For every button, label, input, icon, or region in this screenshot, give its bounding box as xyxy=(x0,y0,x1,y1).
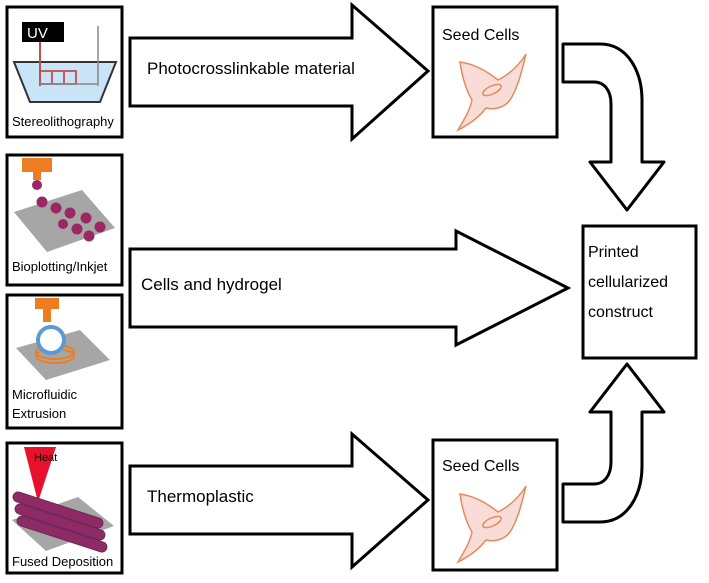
uv-badge: UV xyxy=(27,25,48,42)
method-label: Microfluidic xyxy=(12,387,78,402)
method-label: Bioplotting/Inkjet xyxy=(12,259,108,274)
arrow-label: Thermoplastic xyxy=(147,487,254,506)
heat-label: Heat xyxy=(34,452,57,464)
method-label: Fused Deposition xyxy=(12,554,113,569)
curved-arrow-down xyxy=(561,42,666,212)
method-label: Extrusion xyxy=(12,406,66,421)
arrow-label: Photocrosslinkable material xyxy=(147,59,355,78)
result-label-line: construct xyxy=(588,304,653,321)
seed-cells-box-bottom: Seed Cells xyxy=(431,438,559,572)
cell-icon xyxy=(456,53,527,132)
result-label-line: cellularized xyxy=(588,274,668,291)
microfluidic-extrusion-icon xyxy=(16,298,110,380)
cell-icon xyxy=(456,485,527,564)
seed-cells-label: Seed Cells xyxy=(442,27,519,44)
method-box-stereolithography: UV Stereolithography xyxy=(5,5,124,139)
arrow-bottom: Thermoplastic xyxy=(128,430,431,571)
fused-deposition-icon: Heat xyxy=(12,447,114,553)
seed-cells-box-top: Seed Cells xyxy=(431,5,559,139)
arrow-label: Cells and hydrogel xyxy=(141,275,282,294)
seed-cells-label: Seed Cells xyxy=(442,458,519,475)
method-box-microfluidic-extrusion: Microfluidic Extrusion xyxy=(5,293,124,430)
curved-arrow-up xyxy=(561,362,666,524)
method-box-inkjet: Bioplotting/Inkjet xyxy=(5,153,124,287)
method-box-fused-deposition: Heat Fused Deposition xyxy=(5,441,124,575)
stereolithography-icon: UV xyxy=(12,22,118,103)
method-label: Stereolithography xyxy=(12,114,114,129)
arrow-top: Photocrosslinkable material xyxy=(128,1,431,143)
arrow-middle: Cells and hydrogel xyxy=(128,228,572,348)
result-label-line: Printed xyxy=(588,244,639,261)
inkjet-icon xyxy=(14,158,115,252)
result-box: Printed cellularized construct xyxy=(581,224,698,360)
